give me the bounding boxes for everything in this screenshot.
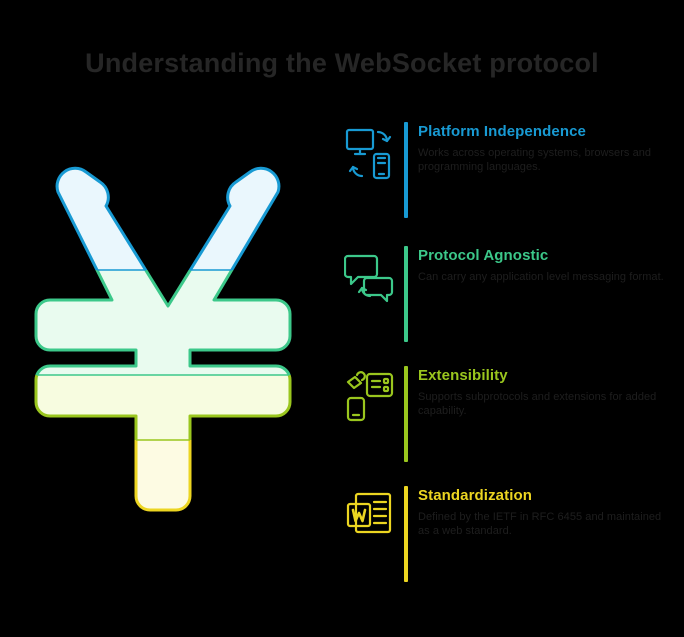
puzzle-modules-icon — [344, 368, 396, 426]
feature-item-extensibility[interactable]: Extensibility Supports subprotocols and … — [338, 366, 668, 470]
feature-accent-bar — [404, 486, 408, 582]
feature-item-standardization[interactable]: Standardization Defined by the IETF in R… — [338, 486, 668, 590]
feature-item-platform-independence[interactable]: Platform Independence Works across opera… — [338, 122, 668, 226]
feature-text-block: Protocol Agnostic Can carry any applicat… — [418, 246, 668, 284]
feature-heading: Extensibility — [418, 367, 508, 384]
feature-accent-bar — [404, 122, 408, 218]
feature-text-block: Platform Independence Works across opera… — [418, 122, 668, 174]
feature-description: Supports subprotocols and extensions for… — [418, 391, 657, 417]
feature-heading: Platform Independence — [418, 123, 586, 140]
feature-list: Platform Independence Works across opera… — [338, 122, 668, 582]
feature-text-block: Extensibility Supports subprotocols and … — [418, 366, 668, 418]
page-title: Understanding the WebSocket protocol — [85, 48, 599, 78]
feature-description: Defined by the IETF in RFC 6455 and main… — [418, 511, 662, 537]
standards-document-icon — [344, 488, 396, 546]
feature-text-block: Standardization Defined by the IETF in R… — [418, 486, 668, 538]
feature-heading: Standardization — [418, 487, 533, 504]
yen-currency-symbol-graphic — [18, 160, 318, 550]
feature-accent-bar — [404, 246, 408, 342]
feature-description: Can carry any application level messagin… — [418, 271, 664, 283]
yen-bands — [36, 168, 290, 510]
feature-accent-bar — [404, 366, 408, 462]
feature-heading: Protocol Agnostic — [418, 247, 549, 264]
feature-item-protocol-agnostic[interactable]: Protocol Agnostic Can carry any applicat… — [338, 246, 668, 350]
chat-bubbles-exchange-icon — [344, 248, 396, 306]
devices-sync-icon — [344, 124, 396, 182]
feature-description: Works across operating systems, browsers… — [418, 147, 652, 173]
